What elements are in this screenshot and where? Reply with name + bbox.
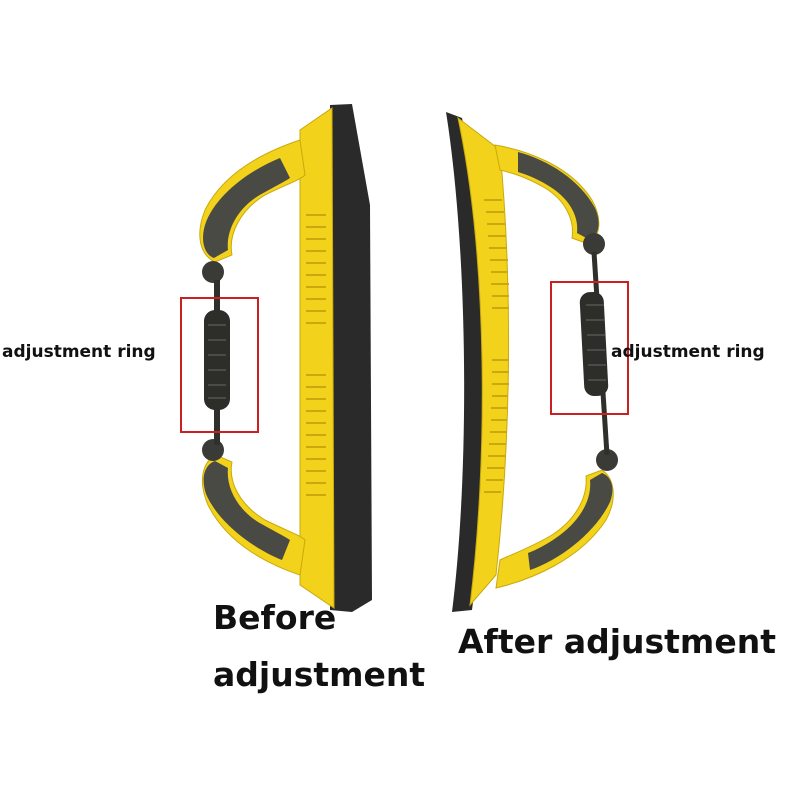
upper-hinge-knob-right xyxy=(583,233,605,255)
lower-grip xyxy=(203,461,290,560)
caption-before-line2: adjustment xyxy=(213,655,426,694)
ring-label-right: adjustment ring xyxy=(611,342,765,362)
lower-hinge-knob xyxy=(202,439,224,461)
lower-hinge-knob-right xyxy=(596,449,618,471)
spine-ribs-curved xyxy=(484,199,509,493)
lower-grip-right xyxy=(528,473,613,570)
adjustment-ring-highlight-right xyxy=(550,281,629,415)
caption-after: After adjustment xyxy=(458,622,776,661)
sanding-tool-before xyxy=(180,104,372,612)
tool-body-spine xyxy=(299,107,335,609)
sanding-tool-after xyxy=(446,112,629,612)
adjustment-ring-cylinder-right xyxy=(579,291,609,397)
sanding-pad-flat xyxy=(330,104,372,612)
spine-ribs xyxy=(306,214,326,496)
adjustment-ring-highlight-left xyxy=(180,297,259,433)
lower-arm-right xyxy=(495,469,614,589)
upper-grip xyxy=(203,158,290,258)
ring-label-left: adjustment ring xyxy=(2,342,156,362)
upper-hinge-knob xyxy=(202,261,224,283)
upper-grip-right xyxy=(518,152,599,240)
caption-before-line1: Before xyxy=(213,598,337,637)
